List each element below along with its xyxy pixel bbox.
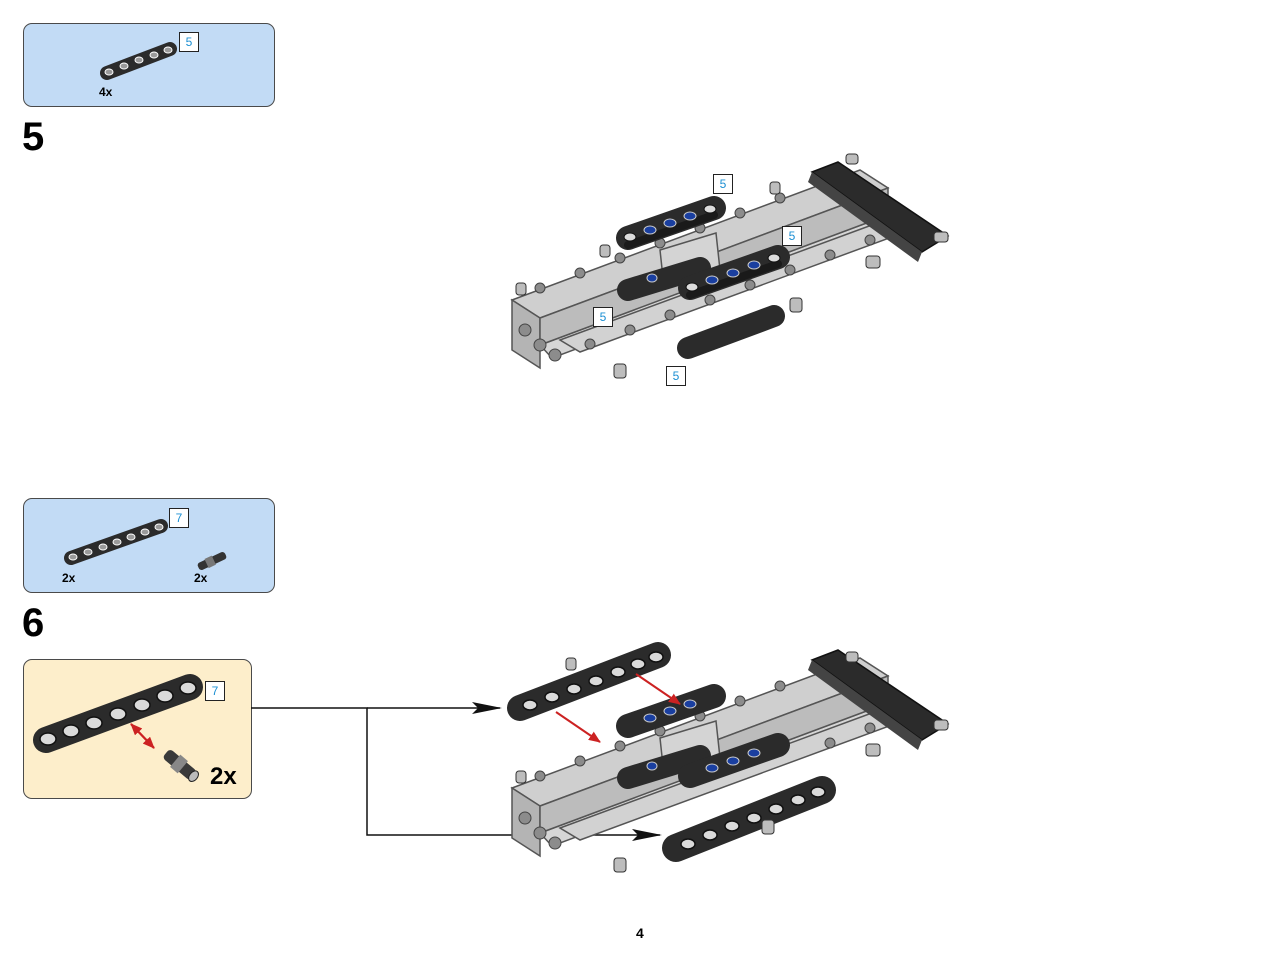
parts-list-step-5: 5 4x bbox=[23, 23, 275, 107]
part-quantity: 2x bbox=[62, 571, 76, 585]
subassembly-callout: 7 2x bbox=[23, 659, 252, 799]
black-beam-5-icon bbox=[100, 42, 177, 80]
black-beam-7-icon bbox=[64, 519, 168, 565]
beam-length-callout: 5 bbox=[666, 366, 686, 386]
part-quantity: 4x bbox=[99, 85, 113, 99]
friction-pin-icon bbox=[197, 552, 227, 570]
subassembly-illustration bbox=[33, 674, 203, 782]
beam-length-callout: 5 bbox=[593, 307, 613, 327]
beam-length-tag: 5 bbox=[179, 32, 199, 52]
frame-illustration bbox=[507, 642, 950, 873]
beam-length-callout: 5 bbox=[782, 226, 802, 246]
beam-length-callout: 5 bbox=[713, 174, 733, 194]
beam-length-tag: 7 bbox=[169, 508, 189, 528]
parts-list-step-6: 7 2x 2x bbox=[23, 498, 275, 593]
page-number: 4 bbox=[636, 925, 644, 941]
step-number: 6 bbox=[22, 601, 45, 645]
frame-illustration bbox=[510, 153, 950, 379]
step-number: 5 bbox=[22, 115, 45, 159]
subassembly-multiplier: 2x bbox=[210, 763, 237, 790]
beam-length-tag: 7 bbox=[205, 681, 225, 701]
part-quantity: 2x bbox=[194, 571, 208, 585]
